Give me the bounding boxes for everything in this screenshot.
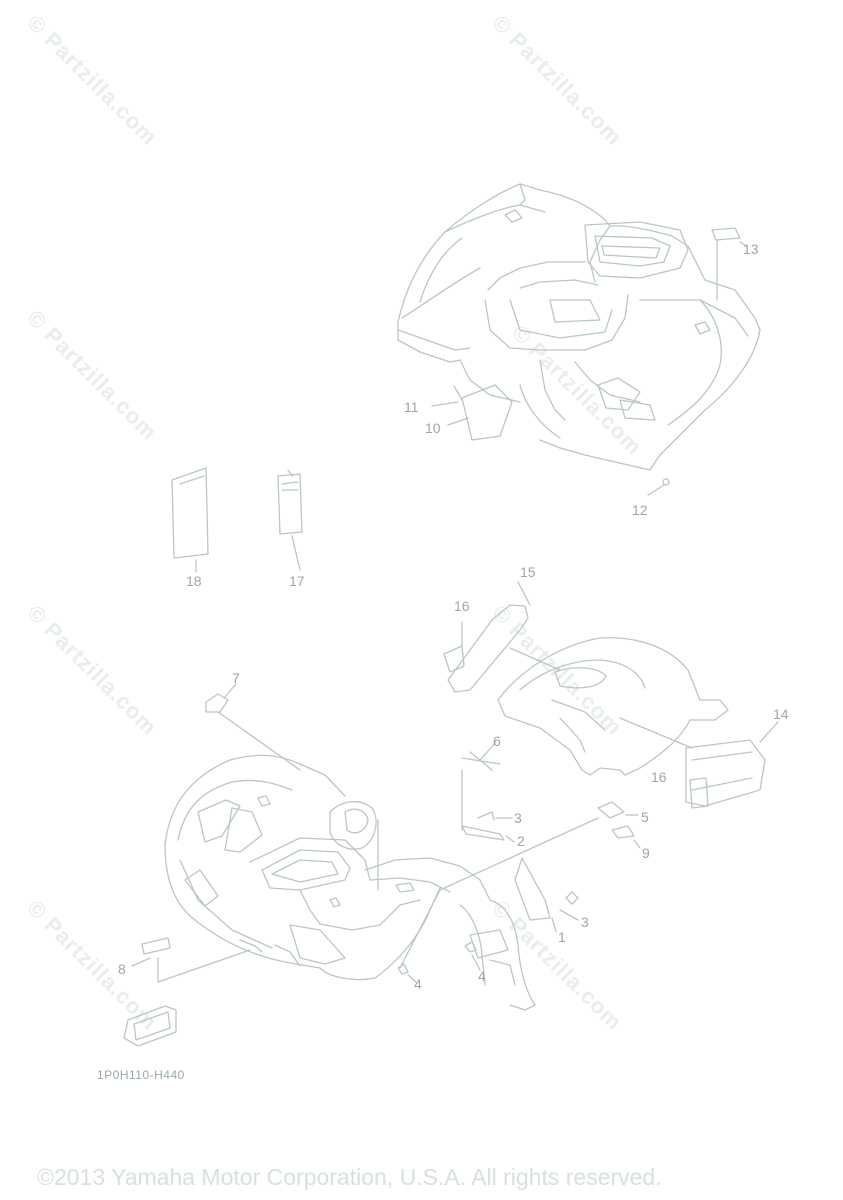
part-4-right xyxy=(464,941,477,953)
label-17 xyxy=(277,473,303,535)
callout-17: 17 xyxy=(289,573,305,589)
decal-8 xyxy=(141,937,171,955)
leader-10 xyxy=(447,417,469,426)
callout-3-top: 3 xyxy=(514,810,522,826)
leader-4-left xyxy=(407,974,417,983)
callout-6: 6 xyxy=(493,733,501,749)
leader-15 xyxy=(517,581,531,606)
leader-6 xyxy=(479,741,497,761)
diagram-code: 1P0H110-H440 xyxy=(97,1068,185,1082)
callout-12: 12 xyxy=(632,502,648,518)
decal-14 xyxy=(685,739,766,807)
leader-7 xyxy=(223,683,237,699)
callout-7: 7 xyxy=(232,670,240,686)
leader-9 xyxy=(633,839,641,849)
decal-6b xyxy=(469,751,493,771)
callout-2: 2 xyxy=(517,833,525,849)
leader-4b xyxy=(399,889,441,969)
callout-16-bottom: 16 xyxy=(651,769,667,785)
callout-9: 9 xyxy=(642,845,650,861)
leader-12 xyxy=(647,484,665,496)
label-18 xyxy=(171,467,209,559)
leader-7b xyxy=(217,711,301,771)
part-3-top xyxy=(477,811,495,821)
callout-13: 13 xyxy=(743,241,759,257)
callout-4-left: 4 xyxy=(414,976,422,992)
leader-5b xyxy=(439,817,599,891)
part-1 xyxy=(514,857,551,921)
callout-14: 14 xyxy=(773,706,789,722)
callout-4-right: 4 xyxy=(478,968,486,984)
copyright-notice: ©2013 Yamaha Motor Corporation, U.S.A. A… xyxy=(37,1164,662,1190)
leader-14 xyxy=(759,721,779,743)
decal-2 xyxy=(461,825,505,841)
label-18-detail xyxy=(179,475,205,485)
leader-14b xyxy=(619,717,693,749)
callout-3-lower: 3 xyxy=(581,914,589,930)
part-3-lower xyxy=(565,891,579,905)
leader-11 xyxy=(431,401,459,407)
decal-10 xyxy=(461,384,513,441)
badge-4wd-inner xyxy=(133,1011,171,1041)
callout-11: 11 xyxy=(404,399,419,415)
tank-cover xyxy=(497,637,729,776)
leader-2 xyxy=(505,835,515,843)
part-11 xyxy=(453,385,463,401)
leader-15b xyxy=(509,647,561,671)
rear-fender xyxy=(397,183,761,471)
decal-9 xyxy=(611,825,635,839)
decal-5 xyxy=(597,801,625,819)
part-15 xyxy=(447,604,529,693)
label-17-detail xyxy=(281,469,299,491)
part-7 xyxy=(205,693,229,713)
leader-8b xyxy=(157,949,251,983)
part-4-left xyxy=(397,963,409,975)
callout-1: 1 xyxy=(558,929,566,945)
callout-15: 15 xyxy=(520,564,536,580)
leader-13b xyxy=(739,241,747,247)
leader-8 xyxy=(131,957,151,967)
label-16-bottom xyxy=(689,777,709,809)
leader-17 xyxy=(291,535,301,571)
leader-4-right xyxy=(471,954,481,971)
label-16-top xyxy=(443,645,465,673)
callout-8: 8 xyxy=(118,961,126,977)
leader-1 xyxy=(551,917,557,933)
decal-13 xyxy=(711,227,741,241)
callout-5: 5 xyxy=(641,809,649,825)
leader-3-lower xyxy=(559,909,579,921)
part-12 xyxy=(662,478,670,486)
front-fender xyxy=(164,754,536,1011)
decal-14-detail xyxy=(691,751,753,791)
callout-10: 10 xyxy=(425,420,441,436)
badge-4wd xyxy=(123,1005,177,1047)
callout-16-top: 16 xyxy=(454,598,470,614)
callout-18: 18 xyxy=(186,573,202,589)
